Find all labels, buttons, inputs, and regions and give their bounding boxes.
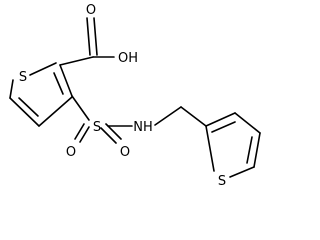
bond-s1-c2 <box>29 62 57 76</box>
bond-c2-ccooh <box>59 56 94 66</box>
chemical-structure-diagram: S O OH S O O NH S <box>9 3 261 189</box>
thiophene-sulfur-label: S <box>19 70 27 85</box>
bond-r-c5-s <box>229 166 255 178</box>
bond-c3-c4 <box>38 96 73 127</box>
hydroxyl-label: OH <box>118 51 138 66</box>
right-thiophene-ring <box>205 112 261 178</box>
carbonyl-oxygen-label: O <box>86 3 96 18</box>
sulfonyl-sulfur-label: S <box>93 120 101 135</box>
methylene-linker <box>154 106 207 127</box>
bond-r-s-c2 <box>205 125 215 172</box>
bond-r-c4-c5-inner <box>246 136 253 164</box>
bond-so-left-b <box>74 123 85 140</box>
bond-ch2-thienyl <box>180 106 207 127</box>
bond-c4-c5 <box>9 97 40 127</box>
bond-r-c3-c4 <box>234 112 261 134</box>
bond-c-o-double-a <box>86 17 91 56</box>
bond-so-right-b <box>100 127 117 144</box>
bond-r-c2-c3-inner <box>211 121 236 133</box>
bond-r-c4-c5 <box>253 132 261 168</box>
amine-nh-label: NH <box>133 120 153 135</box>
thienyl-sulfur-label: S <box>218 174 226 189</box>
carboxylic-acid-group <box>59 17 115 66</box>
bond-r-c2-c3 <box>205 112 236 127</box>
atom-labels: S O OH S O O NH S <box>19 3 226 189</box>
bond-c3-sulfonyl-s <box>71 95 90 121</box>
bond-n-ch2 <box>154 106 182 126</box>
bond-c-o-double-b <box>93 17 98 56</box>
left-thiophene-ring <box>9 62 73 127</box>
sulfonyl-oxygen-left-label: O <box>66 145 76 160</box>
sulfonyl-oxygen-right-label: O <box>120 145 130 160</box>
bond-so-left-a <box>79 126 90 143</box>
bond-c2-c3 <box>59 64 73 97</box>
bond-c5-s1 <box>9 79 14 99</box>
bond-c4-c5-inner <box>18 97 39 117</box>
bond-c2-c3-inner <box>53 72 64 95</box>
sulfonamide-group <box>71 95 133 144</box>
